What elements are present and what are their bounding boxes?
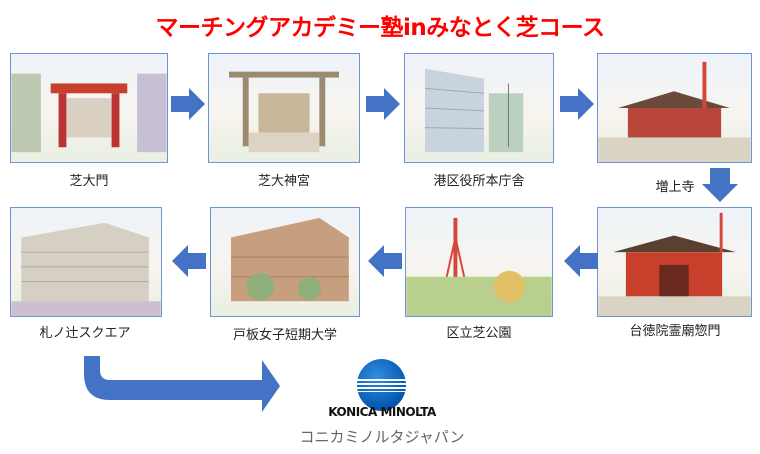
right-arrow-icon: [171, 88, 205, 120]
left-arrow-icon: [172, 245, 206, 277]
image-shiba-park: [405, 207, 553, 317]
right-arrow-icon: [366, 88, 400, 120]
stop-label: 戸板女子短期大学: [232, 328, 337, 343]
image-taitokuin-somon: [597, 207, 752, 317]
stop-label: 増上寺: [655, 180, 695, 195]
stop-label: 港区役所本庁舎: [433, 174, 525, 189]
image-shiba-daijingu: [208, 53, 360, 163]
right-arrow-icon: [560, 88, 594, 120]
image-shiba-daimon: [10, 53, 168, 163]
stop-label: 芝大神宮: [257, 174, 310, 189]
konica-minolta-logo-icon: [357, 359, 406, 411]
image-minato-city-hall: [404, 53, 554, 163]
page-title: マーチングアカデミー塾inみなとく芝コース: [155, 15, 605, 41]
bent-arrow-icon: [84, 356, 280, 412]
left-arrow-icon: [368, 245, 402, 277]
down-arrow-icon: [702, 168, 738, 202]
company-name: コニカミノルタジャパン: [299, 428, 465, 446]
stop-label: 台徳院霊廟惣門: [629, 324, 721, 339]
stop-label: 札ノ辻スクエア: [39, 326, 131, 341]
left-arrow-icon: [564, 245, 598, 277]
stop-label: 芝大門: [69, 174, 109, 189]
stop-label: 区立芝公園: [446, 326, 512, 341]
image-fudanotsuji-square: [10, 207, 162, 317]
brand-name: KONICA MINOLTA: [328, 405, 436, 419]
image-toita-womens-college: [210, 207, 360, 317]
image-zojoji: [597, 53, 752, 163]
